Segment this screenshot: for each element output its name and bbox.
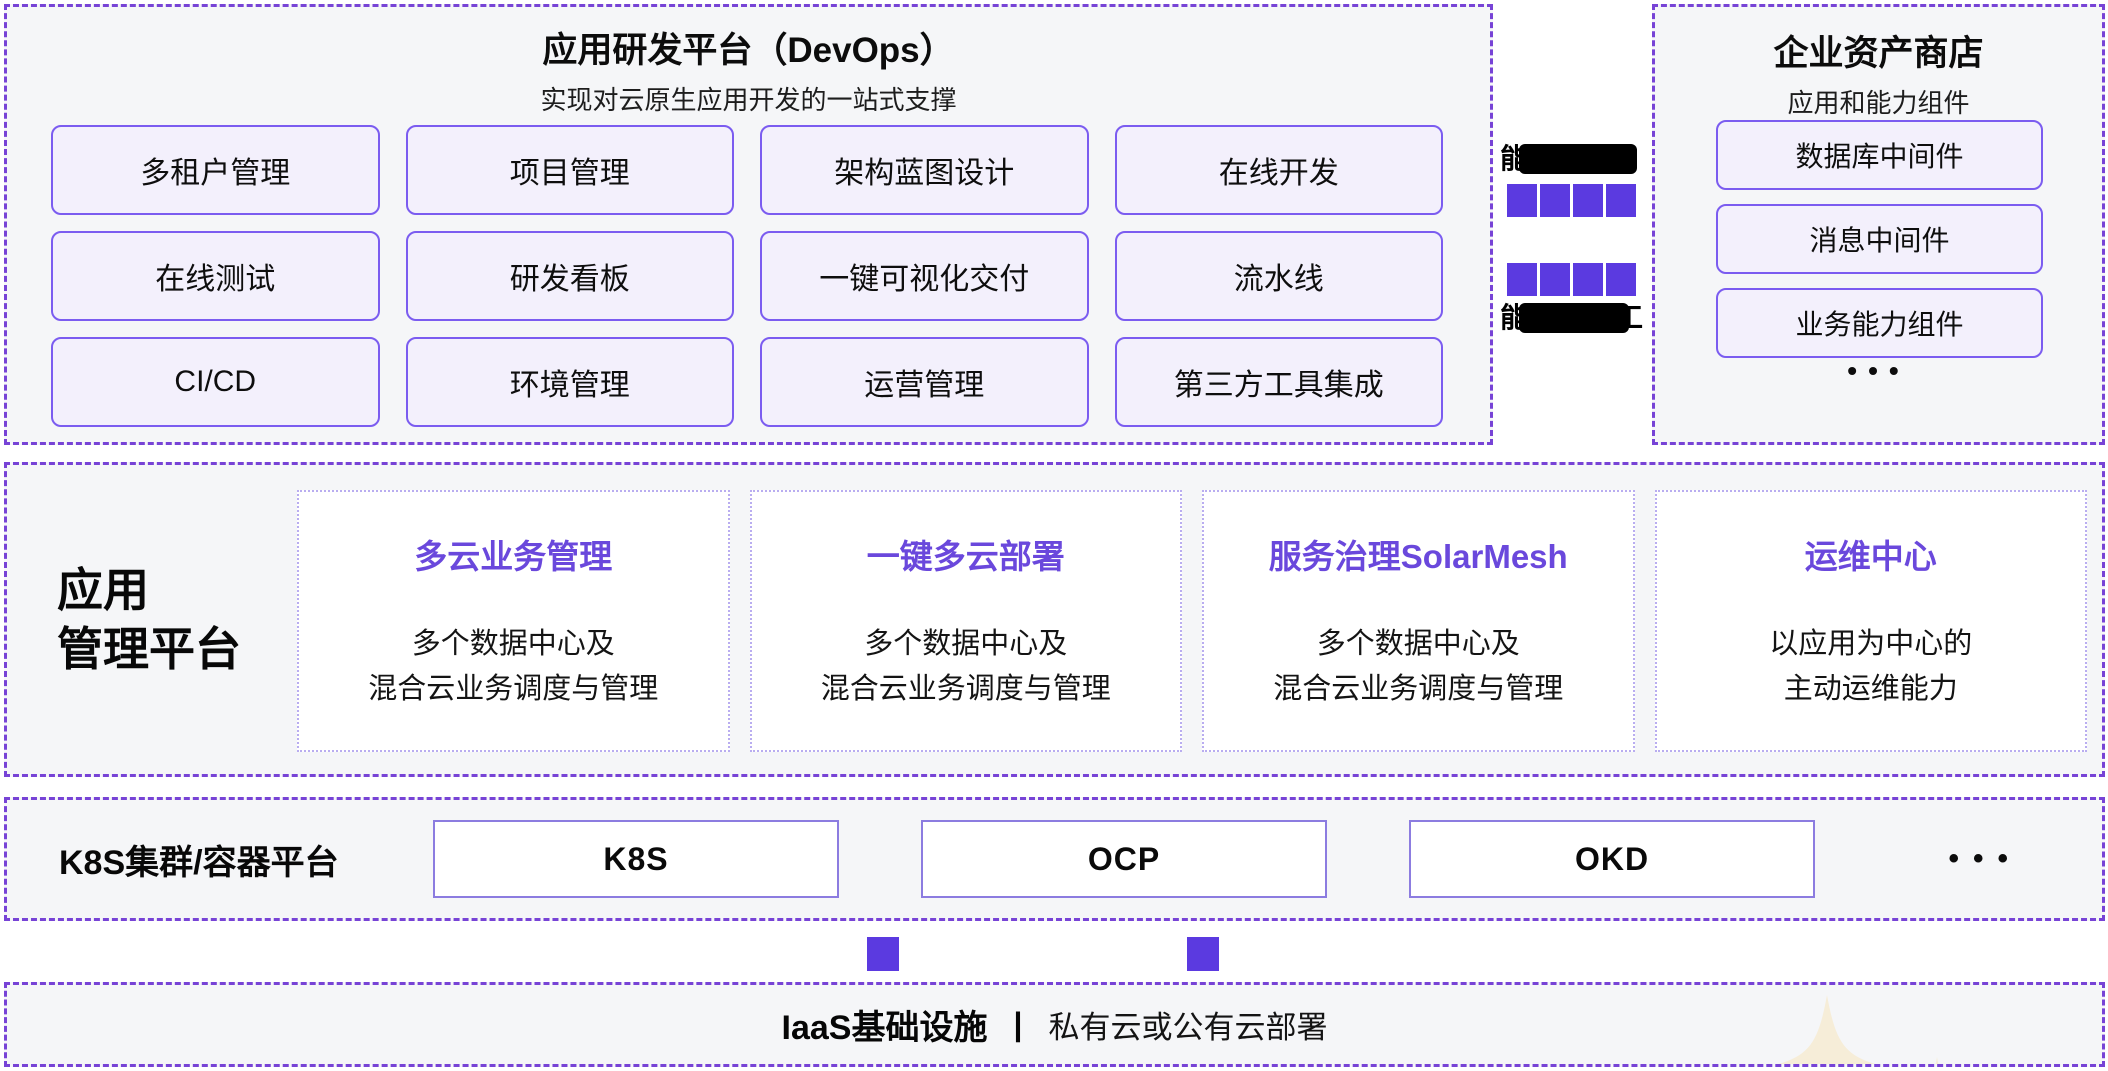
app-management-card: 运维中心 以应用为中心的 主动运维能力 bbox=[1654, 490, 2087, 752]
container-platform-section: K8S集群/容器平台 K8S OCP OKD ••• bbox=[4, 797, 2105, 921]
devops-feature-box: 项目管理 bbox=[405, 125, 734, 215]
store-box-list: 数据库中间件 消息中间件 业务能力组件 bbox=[1716, 120, 2043, 358]
devops-feature-box: 多租户管理 bbox=[51, 125, 380, 215]
devops-platform-section: 应用研发平台（DevOps） 实现对云原生应用开发的一站式支撑 多租户管理 项目… bbox=[4, 4, 1493, 445]
iaas-label: IaaS基础设施 bbox=[781, 1009, 988, 1047]
iaas-section: IaaS基础设施 | 私有云或公有云部署 bbox=[4, 982, 2105, 1067]
app-management-label: 应用 管理平台 bbox=[7, 465, 297, 774]
redacted-label-bottom: 能 工 bbox=[1500, 303, 1643, 333]
container-platform-boxes: K8S OCP OKD bbox=[433, 820, 1815, 898]
devops-title: 应用研发平台（DevOps） bbox=[542, 31, 955, 70]
devops-feature-box: 流水线 bbox=[1114, 231, 1443, 321]
iaas-description: 私有云或公有云部署 bbox=[1048, 1010, 1328, 1045]
card-description: 多个数据中心及 混合云业务调度与管理 bbox=[820, 628, 1111, 705]
ellipsis-more: ••• bbox=[1948, 842, 2022, 875]
purple-square bbox=[1573, 263, 1603, 296]
container-platform-box: OCP bbox=[921, 820, 1327, 898]
devops-feature-box: 在线测试 bbox=[51, 231, 380, 321]
devops-feature-box: 运营管理 bbox=[760, 337, 1089, 427]
square-arrow-row bbox=[1507, 263, 1636, 296]
container-platform-label: K8S集群/容器平台 bbox=[59, 843, 339, 882]
card-description: 多个数据中心及 混合云业务调度与管理 bbox=[1273, 628, 1564, 705]
card-title: 多云业务管理 bbox=[414, 538, 613, 576]
redaction-bar bbox=[1519, 144, 1637, 174]
card-title: 运维中心 bbox=[1804, 538, 1937, 576]
redacted-label-top: 能 bbox=[1500, 144, 1637, 174]
store-subtitle: 应用和能力组件 bbox=[1787, 88, 1970, 118]
store-title: 企业资产商店 bbox=[1773, 34, 1984, 73]
store-box: 业务能力组件 bbox=[1716, 288, 2043, 358]
sparkle-decoration-icon bbox=[1778, 995, 1939, 1064]
devops-feature-box: 第三方工具集成 bbox=[1114, 337, 1443, 427]
card-description: 多个数据中心及 混合云业务调度与管理 bbox=[368, 628, 659, 705]
ellipsis-more: ••• bbox=[1847, 355, 1910, 386]
app-management-cards: 多云业务管理 多个数据中心及 混合云业务调度与管理 一键多云部署 多个数据中心及… bbox=[297, 490, 2087, 752]
purple-square bbox=[1606, 184, 1636, 217]
app-management-card: 服务治理SolarMesh 多个数据中心及 混合云业务调度与管理 bbox=[1202, 490, 1635, 752]
app-management-label-line1: 应用 bbox=[57, 563, 149, 616]
store-box: 消息中间件 bbox=[1716, 204, 2043, 274]
purple-square bbox=[1573, 184, 1603, 217]
purple-square bbox=[1540, 184, 1570, 217]
devops-feature-box: 一键可视化交付 bbox=[760, 231, 1089, 321]
purple-square bbox=[1606, 263, 1636, 296]
devops-feature-grid: 多租户管理 项目管理 架构蓝图设计 在线开发 在线测试 研发看板 一键可视化交付… bbox=[51, 125, 1443, 427]
purple-square bbox=[1540, 263, 1570, 296]
purple-square bbox=[1507, 263, 1537, 296]
connector-square bbox=[867, 937, 899, 971]
card-title: 服务治理SolarMesh bbox=[1268, 538, 1568, 576]
devops-feature-box: CI/CD bbox=[51, 337, 380, 427]
square-arrow-row bbox=[1507, 184, 1636, 217]
devops-feature-box: 在线开发 bbox=[1114, 125, 1443, 215]
container-platform-box: K8S bbox=[433, 820, 839, 898]
store-box: 数据库中间件 bbox=[1716, 120, 2043, 190]
purple-square bbox=[1507, 184, 1537, 217]
devops-feature-box: 环境管理 bbox=[405, 337, 734, 427]
card-description: 以应用为中心的 主动运维能力 bbox=[1769, 628, 1973, 705]
container-platform-box: OKD bbox=[1409, 820, 1815, 898]
app-management-label-line2: 管理平台 bbox=[57, 622, 241, 675]
connector-square bbox=[1187, 937, 1219, 971]
devops-feature-box: 研发看板 bbox=[405, 231, 734, 321]
devops-subtitle: 实现对云原生应用开发的一站式支撑 bbox=[540, 85, 957, 115]
devops-feature-box: 架构蓝图设计 bbox=[760, 125, 1089, 215]
card-title: 一键多云部署 bbox=[866, 538, 1065, 576]
iaas-divider: | bbox=[1013, 1006, 1023, 1042]
app-management-section: 应用 管理平台 多云业务管理 多个数据中心及 混合云业务调度与管理 一键多云部署… bbox=[4, 462, 2105, 777]
capability-bridge: 能 能 工 bbox=[1493, 4, 1652, 445]
app-management-card: 多云业务管理 多个数据中心及 混合云业务调度与管理 bbox=[297, 490, 730, 752]
app-management-card: 一键多云部署 多个数据中心及 混合云业务调度与管理 bbox=[749, 490, 1182, 752]
redaction-bar bbox=[1519, 303, 1629, 333]
asset-store-section: 企业资产商店 应用和能力组件 数据库中间件 消息中间件 业务能力组件 ••• bbox=[1652, 4, 2105, 445]
